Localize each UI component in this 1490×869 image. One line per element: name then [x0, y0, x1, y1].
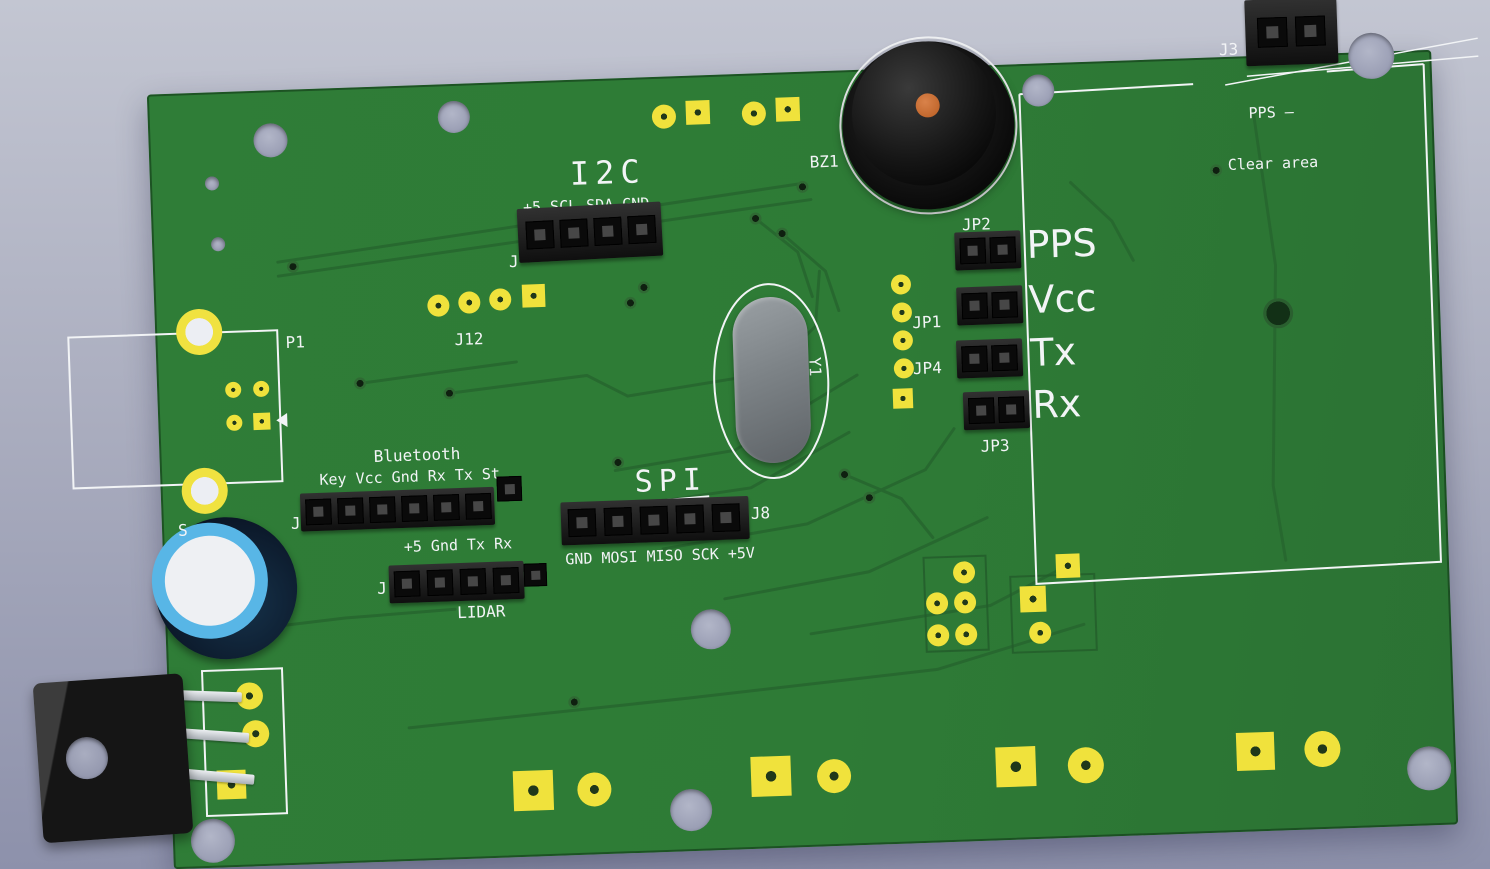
header-pin [559, 218, 589, 248]
header-pin [1294, 15, 1326, 47]
through-hole-pad [512, 769, 555, 812]
electrolytic-capacitor [149, 513, 311, 668]
header-pin [337, 497, 364, 525]
through-hole-pad [775, 96, 801, 122]
p1-outline [67, 329, 284, 490]
jp1-ref-label: JP1 [911, 312, 942, 333]
rx-label: Rx [1031, 381, 1082, 427]
vcc-label: Vcc [1027, 275, 1098, 322]
header-pin [603, 506, 633, 536]
crystal-outline [713, 283, 830, 480]
header-pin [711, 503, 741, 533]
i2c-ref-label: J [508, 251, 519, 272]
header-pin [459, 568, 487, 596]
header-pin [961, 345, 989, 373]
header-pin [627, 214, 657, 245]
j3-header [1244, 0, 1339, 67]
spi-header [560, 495, 750, 546]
pin1-arrow-icon [276, 412, 288, 428]
j8-ref-label: J8 [750, 503, 771, 523]
header-pin [464, 492, 492, 520]
jp1-jumper [956, 285, 1024, 326]
header-pin [305, 498, 332, 526]
jp4-ref-label: JP4 [912, 358, 943, 379]
lidar-title-label: LIDAR [456, 601, 506, 623]
through-hole-pad [685, 100, 711, 125]
clear-area-note: PPS — Clear area [1195, 67, 1350, 210]
through-hole-pad [892, 388, 914, 409]
bluetooth-title-label: Bluetooth [373, 443, 461, 466]
header-pin [675, 504, 705, 534]
header-pin [989, 236, 1017, 264]
j12-pad-pin1 [521, 283, 546, 308]
regulator-lead [175, 690, 242, 703]
jp2-jumper [954, 230, 1022, 271]
copper-and-silkscreen-art [67, 36, 1479, 818]
regulator-body [32, 673, 194, 844]
through-hole-pad [1019, 585, 1047, 613]
regulator-outline [200, 667, 289, 818]
j12-ref-label: J12 [454, 329, 484, 350]
header-pin [1256, 16, 1288, 48]
buzzer-bz1 [839, 38, 1018, 213]
header-pin [991, 291, 1019, 319]
bluetooth-header [299, 486, 496, 532]
clear-area-note-line1: PPS — [1248, 102, 1295, 122]
p1-pad-pin1 [253, 412, 271, 431]
capacitor-ref-label: S [177, 520, 189, 540]
pcb-board: I2C +5 SCL SDA GND J J12 P1 JP2 JP1 JP4 … [32, 0, 1479, 869]
through-hole-pad [750, 755, 792, 797]
header-pin [991, 344, 1019, 372]
jp3-jumper [962, 390, 1031, 431]
crystal-y1 [731, 295, 813, 465]
header-pin [525, 220, 555, 250]
header-pin [401, 495, 428, 523]
tx-label: Tx [1029, 329, 1077, 375]
header-pin [593, 216, 623, 247]
header-pin [997, 396, 1025, 424]
jp4-jumper [955, 338, 1024, 379]
through-hole-pad [1235, 731, 1276, 772]
header-pin [523, 562, 548, 587]
header-pin [433, 494, 460, 521]
clear-area-note-line2: Clear area [1227, 153, 1319, 175]
header-pin [639, 505, 669, 535]
spi-title-label: SPI [634, 462, 708, 500]
header-pin [426, 569, 454, 597]
lidar-ref-label: J [376, 578, 388, 598]
pps-label: PPS [1025, 220, 1098, 268]
header-pin [492, 566, 520, 594]
through-hole-pad [995, 746, 1037, 788]
header-pin [369, 496, 396, 524]
i2c-title-label: I2C [569, 152, 647, 193]
header-pin [496, 475, 523, 502]
lidar-header [388, 560, 525, 604]
buzzer-outline [839, 36, 1018, 215]
regulator-lead [176, 728, 250, 744]
header-pin [959, 237, 987, 265]
j3-ref-label: J3 [1218, 39, 1239, 60]
header-pin [967, 397, 995, 425]
jp3-ref-label: JP3 [980, 435, 1010, 456]
clear-area-rect [1018, 64, 1442, 585]
through-hole-pad [1055, 553, 1081, 579]
i2c-header [516, 201, 664, 264]
voltage-regulator [32, 671, 268, 869]
bz1-ref-label: BZ1 [809, 151, 839, 172]
header-pin [393, 570, 421, 598]
header-pin [961, 292, 989, 320]
p1-ref-label: P1 [285, 332, 306, 352]
header-pin [567, 508, 597, 538]
zone-outlines [922, 554, 1098, 654]
